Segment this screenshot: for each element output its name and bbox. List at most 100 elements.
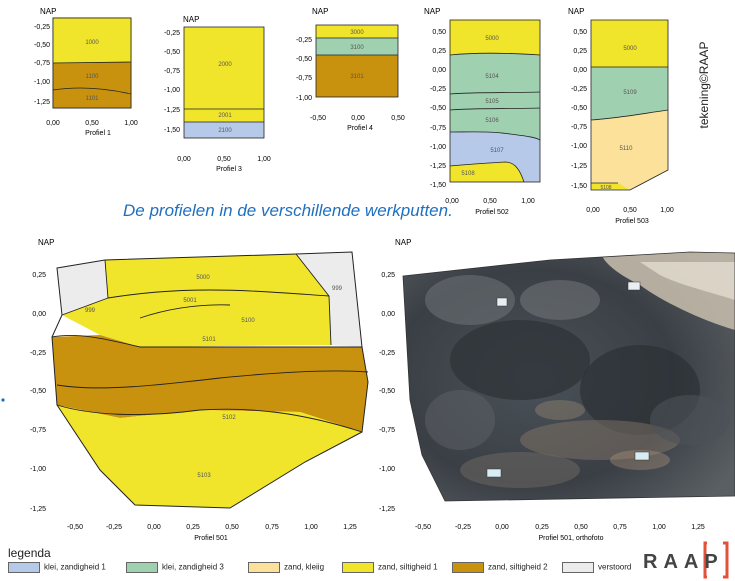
y-tick: -0,75 xyxy=(34,60,50,67)
profile-title: Profiel 4 xyxy=(347,125,373,132)
credit-text: tekening©RAAP xyxy=(697,41,711,129)
unit-label: 5110 xyxy=(620,146,634,152)
unit-label: 5102 xyxy=(222,415,236,421)
unit-boundary xyxy=(449,107,541,111)
legend-item: zand, siltigheid 2 xyxy=(452,562,548,574)
x-tick: 0,50 xyxy=(623,207,637,214)
x-tick: 1,00 xyxy=(521,198,535,205)
unit-label: 5101 xyxy=(202,337,216,343)
x-tick: -0,25 xyxy=(106,524,122,531)
y-ticks: -0,25 -0,50 -0,75 -1,00 xyxy=(296,37,312,102)
legend-swatch xyxy=(342,562,374,573)
raap-logo: RAAP xyxy=(643,541,729,579)
unit-5103 xyxy=(57,405,362,508)
edge-dot xyxy=(1,398,5,402)
nap-label: NAP xyxy=(312,7,328,16)
x-tick: 0,50 xyxy=(391,115,405,122)
unit-boundary xyxy=(449,131,541,141)
profile-502: NAP 5000 5104 5105 5106 5107 5108 0,50 0… xyxy=(424,7,541,216)
x-ticks: 0,00 0,50 1,00 xyxy=(177,156,271,163)
x-tick: 0,00 xyxy=(351,115,365,122)
unit-label: 3100 xyxy=(350,45,364,51)
unit-label: 2001 xyxy=(218,113,232,119)
y-ticks: 0,50 0,25 0,00 -0,25 -0,50 -0,75 -1,00 -… xyxy=(430,29,446,189)
unit-label: 5105 xyxy=(485,99,499,105)
logo-text: RAAP xyxy=(643,551,724,573)
y-tick: 0,25 xyxy=(573,48,587,55)
x-tick: 0,50 xyxy=(217,156,231,163)
profile-title: Profiel 501 xyxy=(194,535,228,542)
photo-marker xyxy=(634,451,650,461)
profile-outline xyxy=(183,26,265,139)
nap-label: NAP xyxy=(40,7,56,16)
unit-label: 5100 xyxy=(241,318,255,324)
unit-label: 5001 xyxy=(183,298,197,304)
unit-boundary xyxy=(139,304,231,319)
y-tick: -1,00 xyxy=(296,95,312,102)
x-tick: 0,50 xyxy=(483,198,497,205)
y-tick: -1,50 xyxy=(571,183,587,190)
x-tick: 0,00 xyxy=(586,207,600,214)
legend: klei, zandigheid 1 klei, zandigheid 3 za… xyxy=(8,562,668,577)
unit-label: 3101 xyxy=(350,74,364,80)
nap-label: NAP xyxy=(568,7,584,16)
y-tick: 0,00 xyxy=(381,311,395,318)
unit-label: 5000 xyxy=(623,46,637,52)
y-tick: -0,75 xyxy=(379,427,395,434)
x-tick: 0,75 xyxy=(613,524,627,531)
profile-503: NAP 5000 5109 5110 5108 0,50 0,25 0,00 -… xyxy=(568,7,674,225)
legend-item: verstoord xyxy=(562,562,631,574)
unit-5000 xyxy=(62,254,331,347)
legend-item: klei, zandigheid 3 xyxy=(126,562,224,574)
y-tick: -1,25 xyxy=(379,506,395,513)
credit-label: tekening©RAAP xyxy=(693,10,715,160)
y-tick: -0,25 xyxy=(34,24,50,31)
unit-label: 5109 xyxy=(623,90,637,96)
unit-2001 xyxy=(184,109,264,122)
unit-boundary xyxy=(56,404,363,433)
x-tick: 1,25 xyxy=(691,524,705,531)
unit-boundary xyxy=(449,161,525,183)
photo-marker xyxy=(496,297,508,307)
y-tick: -1,00 xyxy=(34,79,50,86)
unit-5108 xyxy=(591,183,630,190)
unit-3100 xyxy=(316,38,398,55)
x-tick: 0,50 xyxy=(574,524,588,531)
y-tick: 0,25 xyxy=(32,272,46,279)
unit-999-left xyxy=(57,260,108,315)
x-tick: 0,50 xyxy=(225,524,239,531)
profile-title: Profiel 502 xyxy=(475,209,509,216)
legend-label: klei, zandigheid 1 xyxy=(44,562,106,572)
y-ticks: -0,25 -0,50 -0,75 -1,00 -1,25 -1,50 xyxy=(164,30,180,134)
legend-label: zand, kleiig xyxy=(284,562,325,572)
x-ticks: -0,50 -0,25 0,00 0,25 0,50 0,75 1,00 1,2… xyxy=(67,524,357,531)
y-tick: -0,25 xyxy=(430,86,446,93)
profile-outline xyxy=(449,19,541,183)
legend-swatch xyxy=(248,562,280,573)
y-tick: -1,00 xyxy=(430,144,446,151)
legend-swatch xyxy=(562,562,594,573)
profile-outline xyxy=(315,24,399,98)
x-tick: 1,00 xyxy=(124,120,138,127)
legend-label: zand, siltigheid 1 xyxy=(378,562,438,572)
unit-label: 5106 xyxy=(485,118,499,124)
legend-item: klei, zandigheid 1 xyxy=(8,562,106,574)
unit-2000 xyxy=(184,27,264,109)
y-tick: -1,25 xyxy=(164,107,180,114)
y-tick: -0,75 xyxy=(30,427,46,434)
profile-title: Profiel 3 xyxy=(216,166,242,173)
orthophoto-outline xyxy=(402,251,735,502)
legend-swatch xyxy=(8,562,40,573)
unit-999-right xyxy=(296,252,362,347)
x-ticks: -0,50 -0,25 0,00 0,25 0,50 0,75 1,00 1,2… xyxy=(415,524,705,531)
photo-marker xyxy=(486,468,502,478)
unit-label: 1100 xyxy=(86,74,100,80)
profile-outline xyxy=(52,17,132,109)
y-tick: -0,25 xyxy=(571,86,587,93)
y-tick: -0,50 xyxy=(164,49,180,56)
y-tick: -0,50 xyxy=(34,42,50,49)
y-tick: -1,00 xyxy=(30,466,46,473)
unit-label: 5108 xyxy=(461,171,475,177)
legend-title: legenda xyxy=(8,546,51,560)
x-tick: -0,25 xyxy=(455,524,471,531)
